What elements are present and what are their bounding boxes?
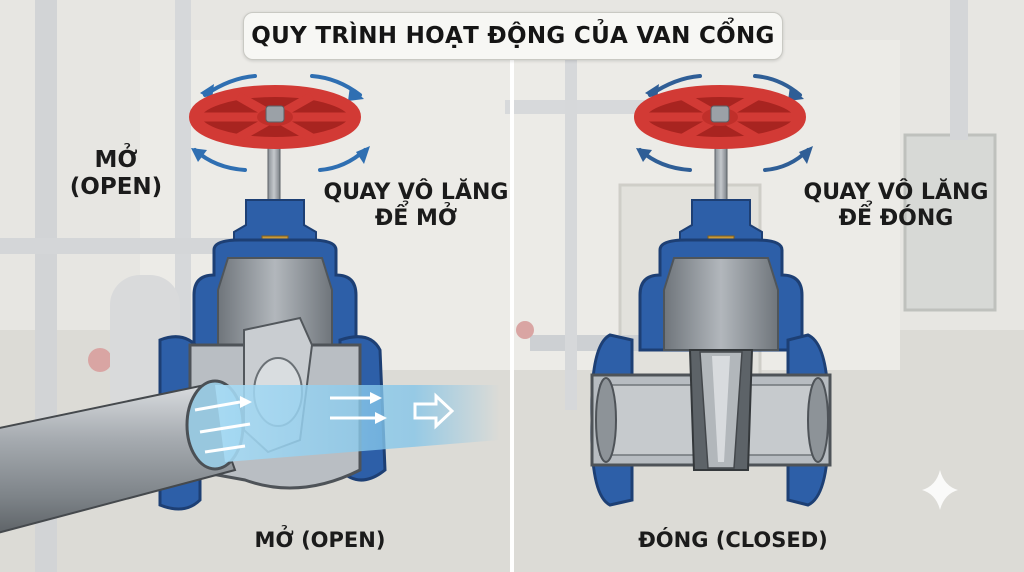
closed-caption: ĐÓNG (CLOSED) [638, 528, 828, 552]
handwheel-icon [189, 85, 361, 149]
title-banner: QUY TRÌNH HOẠT ĐỘNG CỦA VAN CỔNG [243, 12, 783, 60]
flow-arrow-icon [413, 392, 455, 430]
sparkle-icon [922, 470, 958, 510]
open-action-label: QUAY VÔ LĂNG ĐỂ MỞ [323, 180, 509, 231]
handwheel-icon [634, 85, 806, 149]
open-valve [0, 74, 500, 534]
open-caption: MỞ (OPEN) [254, 528, 386, 552]
open-state-label: MỞ (OPEN) [69, 147, 163, 201]
close-action-label: QUAY VÔ LĂNG ĐỂ ĐÓNG [803, 180, 989, 231]
flow-arrow-icon [194, 396, 375, 454]
page-title: QUY TRÌNH HOẠT ĐỘNG CỦA VAN CỔNG [251, 23, 775, 49]
closed-valve [590, 74, 832, 507]
